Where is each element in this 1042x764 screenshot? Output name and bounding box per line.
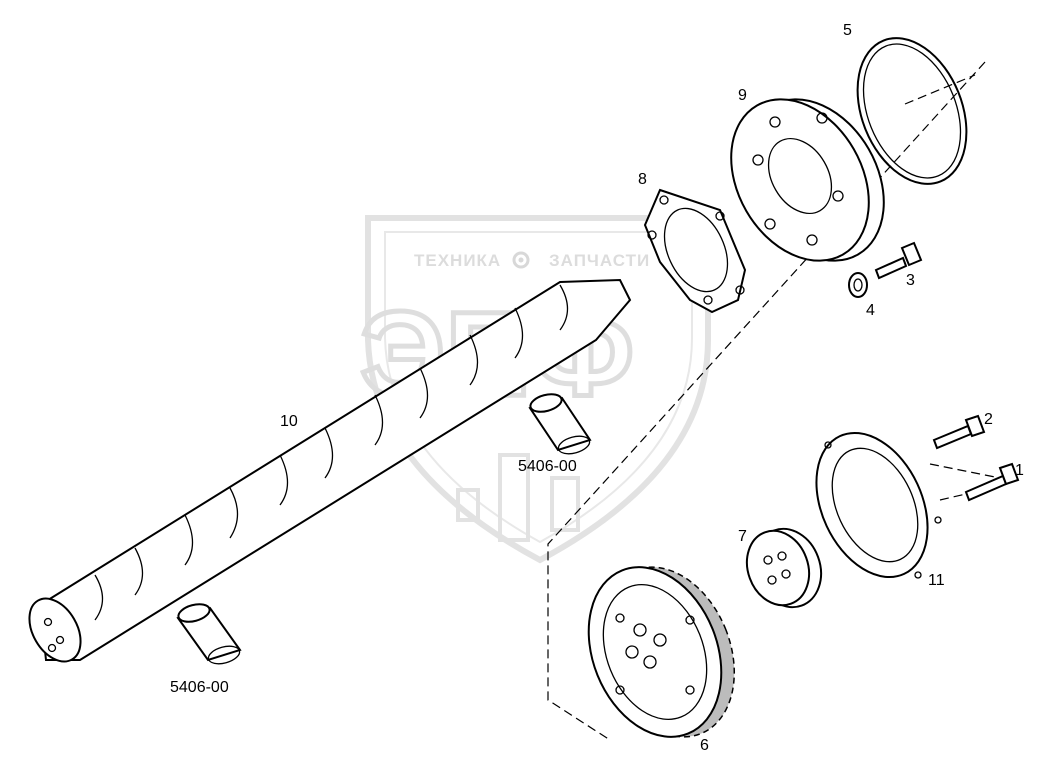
callout-11: 11: [928, 572, 945, 589]
callout-10: 10: [280, 413, 298, 430]
watermark-bars: [456, 453, 580, 542]
callout-6: 6: [700, 737, 709, 754]
bolt-1: [964, 462, 1020, 502]
callout-7: 7: [738, 528, 747, 545]
washer-4: [848, 272, 868, 298]
bolt-3: [874, 241, 923, 280]
camshaft: [28, 278, 632, 663]
gasket: [643, 188, 747, 314]
callout-8: 8: [638, 171, 647, 188]
callout-9: 9: [738, 87, 747, 104]
watermark-right-word: ЗАПЧАСТИ: [549, 251, 650, 270]
o-ring: [856, 37, 968, 185]
callout-labels: 1 2 3 4 5 6 7 8 9 10 11 5406-00 5406-00: [170, 22, 1024, 754]
bushing-left: [176, 603, 242, 665]
callout-5: 5: [843, 22, 852, 39]
gear-icon: [512, 251, 530, 269]
pulse-wheel: [815, 431, 942, 579]
part-ref-bushing-left: 5406-00: [170, 679, 229, 696]
hub: [745, 527, 823, 609]
bolt-2: [932, 414, 986, 450]
bushing-center: [528, 393, 592, 455]
callout-4: 4: [866, 302, 875, 319]
part-ref-bushing-center: 5406-00: [518, 458, 577, 475]
watermark-left-word: ТЕХНИКА: [414, 251, 501, 270]
camshaft-gear: [587, 566, 736, 738]
callout-1: 1: [1015, 462, 1024, 479]
flange-cover: [730, 98, 885, 262]
callout-2: 2: [984, 411, 993, 428]
callout-3: 3: [906, 272, 915, 289]
